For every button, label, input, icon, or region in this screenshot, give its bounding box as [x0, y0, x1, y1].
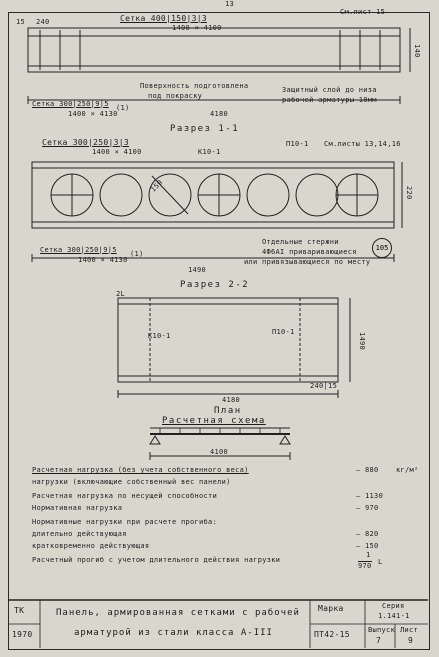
year: 1970	[12, 630, 33, 639]
s2-note-3: или привязывающиеся по месту	[244, 258, 371, 266]
deflection-num: 1	[366, 551, 371, 559]
load-1-label: Расчетная нагрузка (без учета собственно…	[32, 466, 249, 474]
product-name-1: Панель, армированная сетками с рабочей	[56, 608, 300, 618]
mesh-bottom-num: (1)	[116, 104, 130, 112]
section2-title: Разрез 2-2	[180, 280, 250, 290]
plan-dim-end: 240|15	[310, 382, 338, 390]
series-label: Серия	[382, 602, 405, 610]
surface-note-2: под покраску	[148, 92, 203, 100]
s2-height: 220	[405, 186, 413, 200]
protect-note-1: Защитный слой до низа	[282, 86, 377, 94]
s2-mesh-bottom-size: 1400 × 4130	[78, 256, 128, 264]
marka-value: ПТ42-15	[314, 630, 350, 639]
load-4-label: Нормативные нагрузки при расчете прогиба…	[32, 518, 218, 526]
load-1-unit: кг/м²	[396, 466, 419, 474]
s2-k10-label: К10-1	[198, 148, 221, 156]
plan-width: 1490	[358, 332, 366, 351]
load-7-label: Расчетный прогиб с учетом длительного де…	[32, 556, 281, 564]
load-1b-label: нагрузки (включающие собственный вес пан…	[32, 478, 231, 486]
dim-15: 15	[16, 18, 26, 26]
protect-note-2: рабочей арматуры 10мм	[282, 96, 377, 104]
s2-mesh-bottom-label: Сетка 300|250|9|5	[40, 246, 117, 254]
load-3-value: — 970	[356, 504, 379, 512]
s2-width: 1490	[188, 266, 207, 274]
plan-p10: П10-1	[272, 328, 295, 336]
load-3-label: Нормативная нагрузка	[32, 504, 123, 512]
plan-title: План	[214, 406, 242, 416]
s2-mesh-bottom-num: (1)	[130, 250, 144, 258]
scheme-span: 4100	[210, 448, 229, 456]
deflection-den: 970	[358, 561, 372, 570]
section1-title: Разрез 1-1	[170, 124, 240, 134]
page-number: 13	[225, 0, 235, 8]
issue-label: Выпуск	[368, 626, 396, 634]
section1-length: 4180	[210, 110, 229, 118]
plan-outline	[117, 297, 339, 383]
s2-mesh-top-size: 1400 × 4100	[92, 148, 142, 156]
mesh-top-size: 1400 × 4100	[172, 24, 222, 32]
product-name-2: арматурой из стали класса А-III	[74, 628, 273, 638]
mesh-bottom-size: 1400 × 4130	[68, 110, 118, 118]
plan-length: 4180	[222, 396, 241, 404]
section1-outline	[27, 27, 401, 73]
load-1-value: — 880	[356, 466, 379, 474]
mesh-bottom-label: Сетка 300|250|9|5	[32, 100, 109, 108]
sheet-label: Лист	[400, 626, 419, 634]
s2-sheet-ref: См.листы 13,14,16	[324, 140, 401, 148]
load-6-value: — 150	[356, 542, 379, 550]
marka-label: Марка	[318, 604, 344, 613]
load-2-label: Расчетная нагрузка по несущей способност…	[32, 492, 218, 500]
load-6-label: кратковременно действующая	[32, 542, 150, 550]
mesh-top-label: Сетка 400|150|3|3	[120, 14, 207, 23]
plan-k10: К10-1	[148, 332, 171, 340]
section1-height: 140	[413, 44, 421, 58]
load-2-value: — 1130	[356, 492, 384, 500]
sheet-reference: См.лист 15	[340, 8, 386, 16]
s2-mesh-top-label: Сетка 300|250|3|3	[42, 138, 129, 147]
dim-240: 240	[36, 18, 50, 26]
issue-value: 7	[376, 636, 382, 645]
load-5-label: длительно действующая	[32, 530, 127, 538]
plan-dim-2l: 2L	[116, 290, 126, 298]
load-5-value: — 820	[356, 530, 379, 538]
sheet-frame	[8, 12, 430, 650]
series-value: 1.141-1	[378, 612, 410, 620]
deflection-unit: L	[378, 558, 383, 566]
surface-note-1: Поверхность подготовлена	[140, 82, 249, 90]
s2-note-2: 4Ф6АI приваривающиеся	[262, 248, 357, 256]
s2-p10-label: П10-1	[286, 140, 309, 148]
scheme-title: Расчетная схема	[162, 416, 266, 426]
section2-outline	[31, 161, 395, 229]
s2-circle-ref: 105	[372, 238, 392, 258]
tk-label: ТК	[14, 606, 25, 615]
sheet-value: 9	[408, 636, 414, 645]
s2-note-1: Отдельные стержни	[262, 238, 339, 246]
